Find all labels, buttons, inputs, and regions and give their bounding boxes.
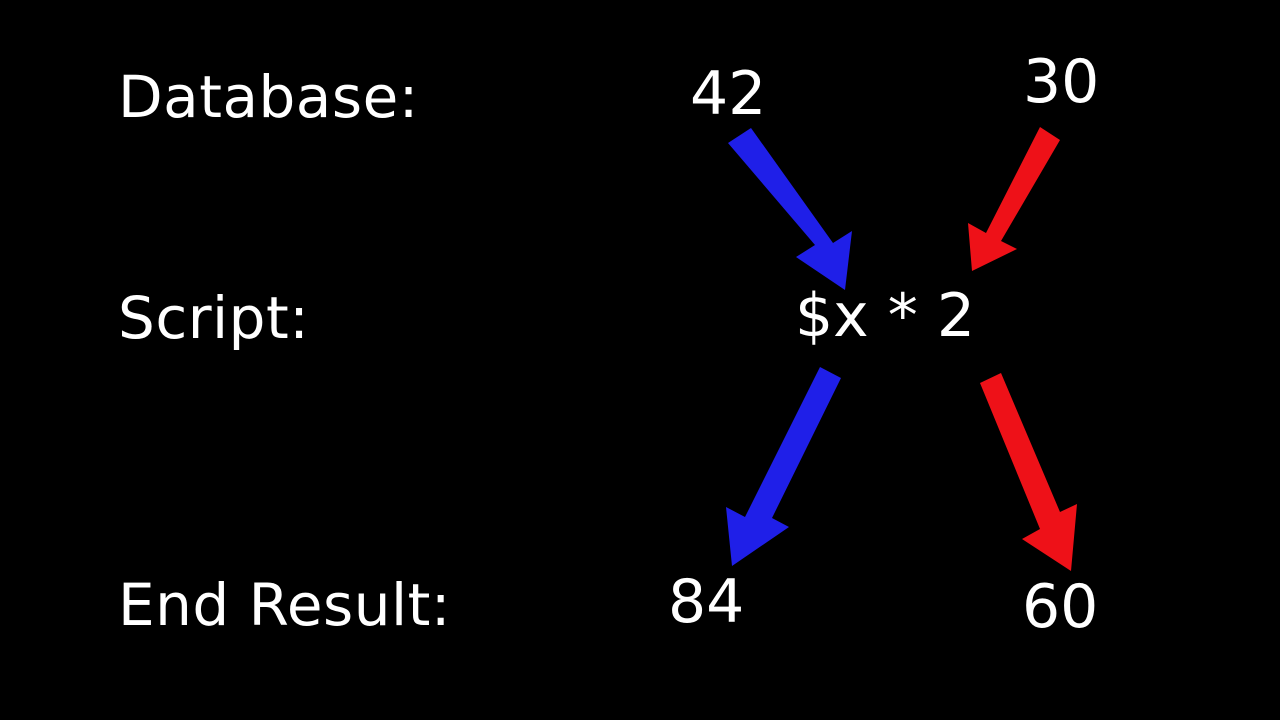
- red-arrow-script-to-result: [980, 373, 1077, 571]
- blue-arrow-db-to-script-shape: [728, 128, 852, 290]
- blue-arrow-db-to-script: [728, 128, 852, 290]
- row-label-script: Script:: [118, 284, 310, 352]
- row-label-database: Database:: [118, 63, 419, 131]
- red-arrow-db-to-script: [968, 127, 1060, 271]
- red-arrow-db-to-script-shape: [968, 127, 1060, 271]
- blue-arrow-script-to-result-shape: [726, 367, 841, 566]
- end-result-value-right: 60: [1022, 572, 1099, 642]
- end-result-value-left: 84: [668, 567, 745, 637]
- row-label-end-result: End Result:: [118, 571, 451, 639]
- database-value-left: 42: [690, 59, 767, 129]
- database-value-right: 30: [1023, 47, 1100, 117]
- red-arrow-script-to-result-shape: [980, 373, 1077, 571]
- script-expression: $x * 2: [795, 281, 975, 351]
- blue-arrow-script-to-result: [726, 367, 841, 566]
